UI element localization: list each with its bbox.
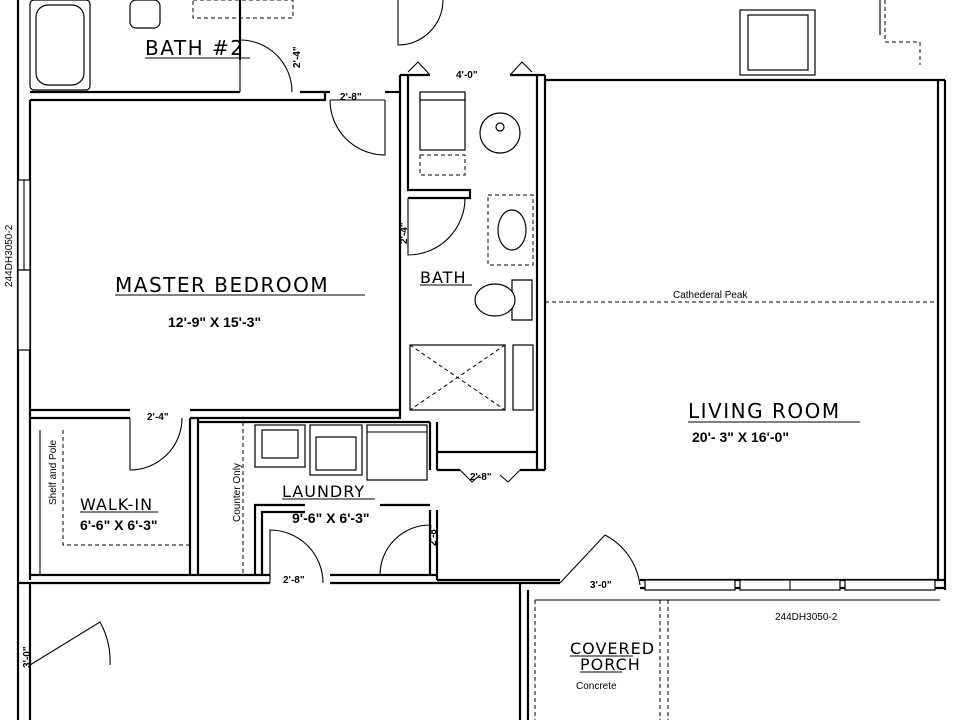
doors bbox=[29, 0, 641, 666]
porch-label-line2: PORCH bbox=[580, 655, 641, 674]
guides bbox=[80, 57, 938, 673]
window-left-label: 244DH3050-2 bbox=[4, 224, 15, 287]
master-bedroom-label: MASTER BEDROOM bbox=[115, 273, 329, 297]
door-bath2-label: 2'-4" bbox=[292, 46, 303, 68]
cathedral-peak-note: Cathederal Peak bbox=[673, 290, 748, 301]
fixtures bbox=[29, 0, 921, 575]
windows bbox=[17, 179, 936, 591]
door-labels: 2'-4" 2'-8" 4'-0" 2'-4" 2'-4" 2'-8" 2'-8… bbox=[22, 46, 612, 668]
window-bottom-label: 244DH3050-2 bbox=[775, 612, 838, 623]
door-hall-label: 2'-8" bbox=[470, 472, 492, 483]
door-closet-label: 4'-0" bbox=[456, 70, 478, 81]
shelf-pole-note: Shelf and Pole bbox=[48, 440, 59, 505]
counter-only-note: Counter Only bbox=[232, 463, 243, 522]
notes: Cathederal Peak Shelf and Pole Counter O… bbox=[4, 224, 838, 623]
living-room-label: LIVING ROOM bbox=[688, 399, 841, 423]
laundry-dimensions: 9'-6" X 6'-3" bbox=[292, 510, 370, 526]
master-bedroom-dimensions: 12'-9" X 15'-3" bbox=[168, 314, 261, 330]
bath2-label: BATH #2 bbox=[145, 36, 244, 60]
door-walkin-label: 2'-4" bbox=[147, 412, 169, 423]
door-laundry-side-label: 2'-8" bbox=[428, 524, 439, 546]
walkin-label: WALK-IN bbox=[80, 495, 153, 514]
laundry-label: LAUNDRY bbox=[282, 482, 365, 501]
door-master-label: 2'-8" bbox=[340, 92, 362, 103]
porch-label-line1: COVERED bbox=[570, 639, 655, 658]
walkin-dimensions: 6'-6" X 6'-3" bbox=[80, 517, 158, 533]
bath-label: BATH bbox=[420, 268, 466, 287]
door-entry-label: 3'-0" bbox=[590, 580, 612, 591]
door-left-bottom-label: 3'-0" bbox=[22, 646, 33, 668]
living-room-dimensions: 20'- 3" X 16'-0" bbox=[692, 429, 789, 445]
room-labels: BATH #2 MASTER BEDROOM 12'-9" X 15'-3" B… bbox=[80, 36, 841, 692]
door-laundry-bottom-label: 2'-8" bbox=[283, 575, 305, 586]
door-bath-label: 2'-4" bbox=[399, 222, 410, 244]
porch-note: Concrete bbox=[576, 681, 617, 692]
